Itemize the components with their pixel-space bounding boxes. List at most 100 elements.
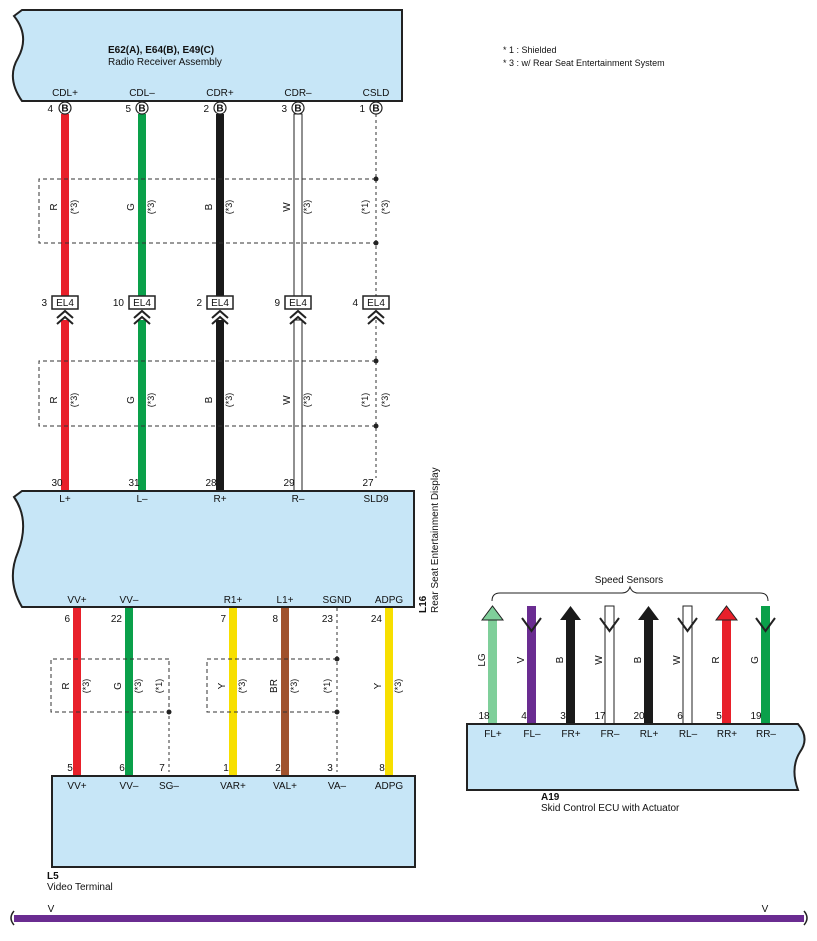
- speed-sensor-color-labels: LG V B W B W R G: [477, 653, 761, 667]
- junction-label: EL4: [133, 298, 151, 309]
- junction-box: [362, 295, 390, 310]
- rse-pin-label: R–: [292, 494, 305, 505]
- junction-pin-number: 9: [274, 298, 280, 309]
- radio-pin-number: 3: [281, 104, 287, 115]
- radio-pin-numbers: 4 5 2 3 1: [47, 104, 365, 115]
- wire-black: [216, 114, 224, 298]
- chevron-up-icon: [211, 309, 229, 325]
- wire-yellow: [229, 608, 237, 776]
- radio-pin-label: CDR+: [206, 88, 234, 99]
- wire-yellow: [385, 608, 393, 776]
- wire-white: [293, 319, 303, 492]
- skid-pin-number: 5: [716, 711, 722, 722]
- rse-pin-number: 29: [283, 478, 295, 489]
- wire-color-label: Y: [217, 682, 228, 689]
- junction-box: [128, 295, 156, 310]
- skid-pin-number: 4: [521, 711, 527, 722]
- wire-color-label: R: [711, 656, 722, 663]
- video-pin-label: VA–: [328, 781, 347, 792]
- rse-pin-number: 31: [128, 478, 140, 489]
- skid-pin-label: FR+: [561, 729, 580, 740]
- wire-note: (*1): [322, 679, 332, 694]
- connector-circle: [135, 101, 149, 115]
- radio-pin-labels: CDL+ CDL– CDR+ CDR– CSLD: [52, 88, 389, 99]
- wire-brown: [281, 608, 289, 776]
- shield-junction-dot: [373, 358, 379, 364]
- rse-pin-number: 22: [111, 614, 123, 625]
- skid-pin-number: 20: [633, 711, 645, 722]
- video-terminal-pin-numbers: 5 6 7 1 2 3 8: [67, 763, 385, 774]
- skid-pin-labels: FL+ FL– FR+ FR– RL+ RL– RR+ RR–: [484, 729, 776, 740]
- video-pin-number: 6: [119, 763, 125, 774]
- radio-pin-number: 1: [359, 104, 365, 115]
- arrow-down-icon: [755, 617, 776, 633]
- chevron-up-icon: [367, 309, 385, 325]
- wire-note: (*1): [154, 679, 164, 694]
- wire-light-green: [488, 618, 497, 724]
- video-pin-number: 5: [67, 763, 73, 774]
- wire-green: [138, 320, 146, 491]
- connector-letter: B: [372, 104, 379, 115]
- connector-circle: [291, 101, 305, 115]
- connector-circle: [213, 101, 227, 115]
- wire-note: (*3): [380, 200, 390, 215]
- skid-pin-label: RR–: [756, 729, 776, 740]
- skid-pin-label: RR+: [717, 729, 737, 740]
- video-pin-label: VV–: [120, 781, 139, 792]
- rse-pin-label: VV+: [67, 595, 86, 606]
- top-wires: [61, 113, 377, 299]
- rse-top-pin-numbers: 30 31 28 29 27: [51, 478, 374, 489]
- wire-color-label: V: [762, 904, 769, 915]
- note-shielded: * 1 : Shielded: [503, 45, 557, 55]
- skid-pin-number: 17: [594, 711, 606, 722]
- rse-pin-number: 6: [64, 614, 70, 625]
- wire-violet: [14, 915, 804, 922]
- wire-note: (*3): [146, 200, 156, 215]
- wire-black: [644, 618, 653, 724]
- wire-color-label: G: [126, 203, 137, 211]
- wire-color-label: G: [126, 396, 137, 404]
- middle-wires: [61, 319, 377, 492]
- skid-pin-numbers: 18 4 3 17 20 6 5 19: [478, 711, 762, 722]
- skid-pin-label: RL+: [640, 729, 659, 740]
- shield-junction-dot: [373, 240, 379, 246]
- wire-note: (*3): [224, 393, 234, 408]
- rse-display-box: [11, 490, 415, 608]
- rse-pin-number: 23: [322, 614, 334, 625]
- wire-note: (*3): [133, 679, 143, 694]
- rse-pin-label: R+: [213, 494, 226, 505]
- radio-connectors: B B B B B: [58, 101, 383, 115]
- video-pin-number: 3: [327, 763, 333, 774]
- junction-label: EL4: [211, 298, 229, 309]
- wire-green: [138, 114, 146, 298]
- junction-pin-number: 3: [41, 298, 47, 309]
- junction-chevrons: [56, 309, 385, 325]
- rse-pin-label: SLD9: [363, 494, 388, 505]
- video-terminal-box: [51, 775, 416, 868]
- wire-red: [61, 320, 69, 491]
- connector-circle: [369, 101, 383, 115]
- chevron-up-icon: [289, 309, 307, 325]
- wire-note: (*3): [69, 200, 79, 215]
- shield-junction-dot: [166, 709, 172, 715]
- speed-sensors-brace: [491, 585, 769, 602]
- skid-pin-label: FR–: [601, 729, 620, 740]
- wire-color-label: W: [282, 395, 293, 405]
- rse-pin-number: 28: [205, 478, 217, 489]
- wire-note: (*3): [393, 679, 403, 694]
- wire-white: [682, 605, 693, 725]
- wire-note: (*3): [302, 393, 312, 408]
- video-pin-number: 2: [275, 763, 281, 774]
- wire-color-label: G: [113, 682, 124, 690]
- bottom-wire-group: V V: [10, 904, 808, 926]
- rse-display-code: L16: [418, 595, 429, 613]
- wire-note: (*3): [146, 393, 156, 408]
- video-pin-numbers-top: 6 22 7 8 23 24: [64, 614, 382, 625]
- connector-letter: B: [216, 104, 223, 115]
- video-terminal-name: Video Terminal: [47, 882, 113, 893]
- wire-color-label: R: [49, 203, 60, 210]
- radio-pin-number: 4: [47, 104, 53, 115]
- junction-el4-row: EL4 3 EL4 10 EL4 2 EL4 9 EL4 4: [41, 295, 390, 310]
- rse-pin-number: 27: [362, 478, 374, 489]
- wire-white: [604, 605, 615, 725]
